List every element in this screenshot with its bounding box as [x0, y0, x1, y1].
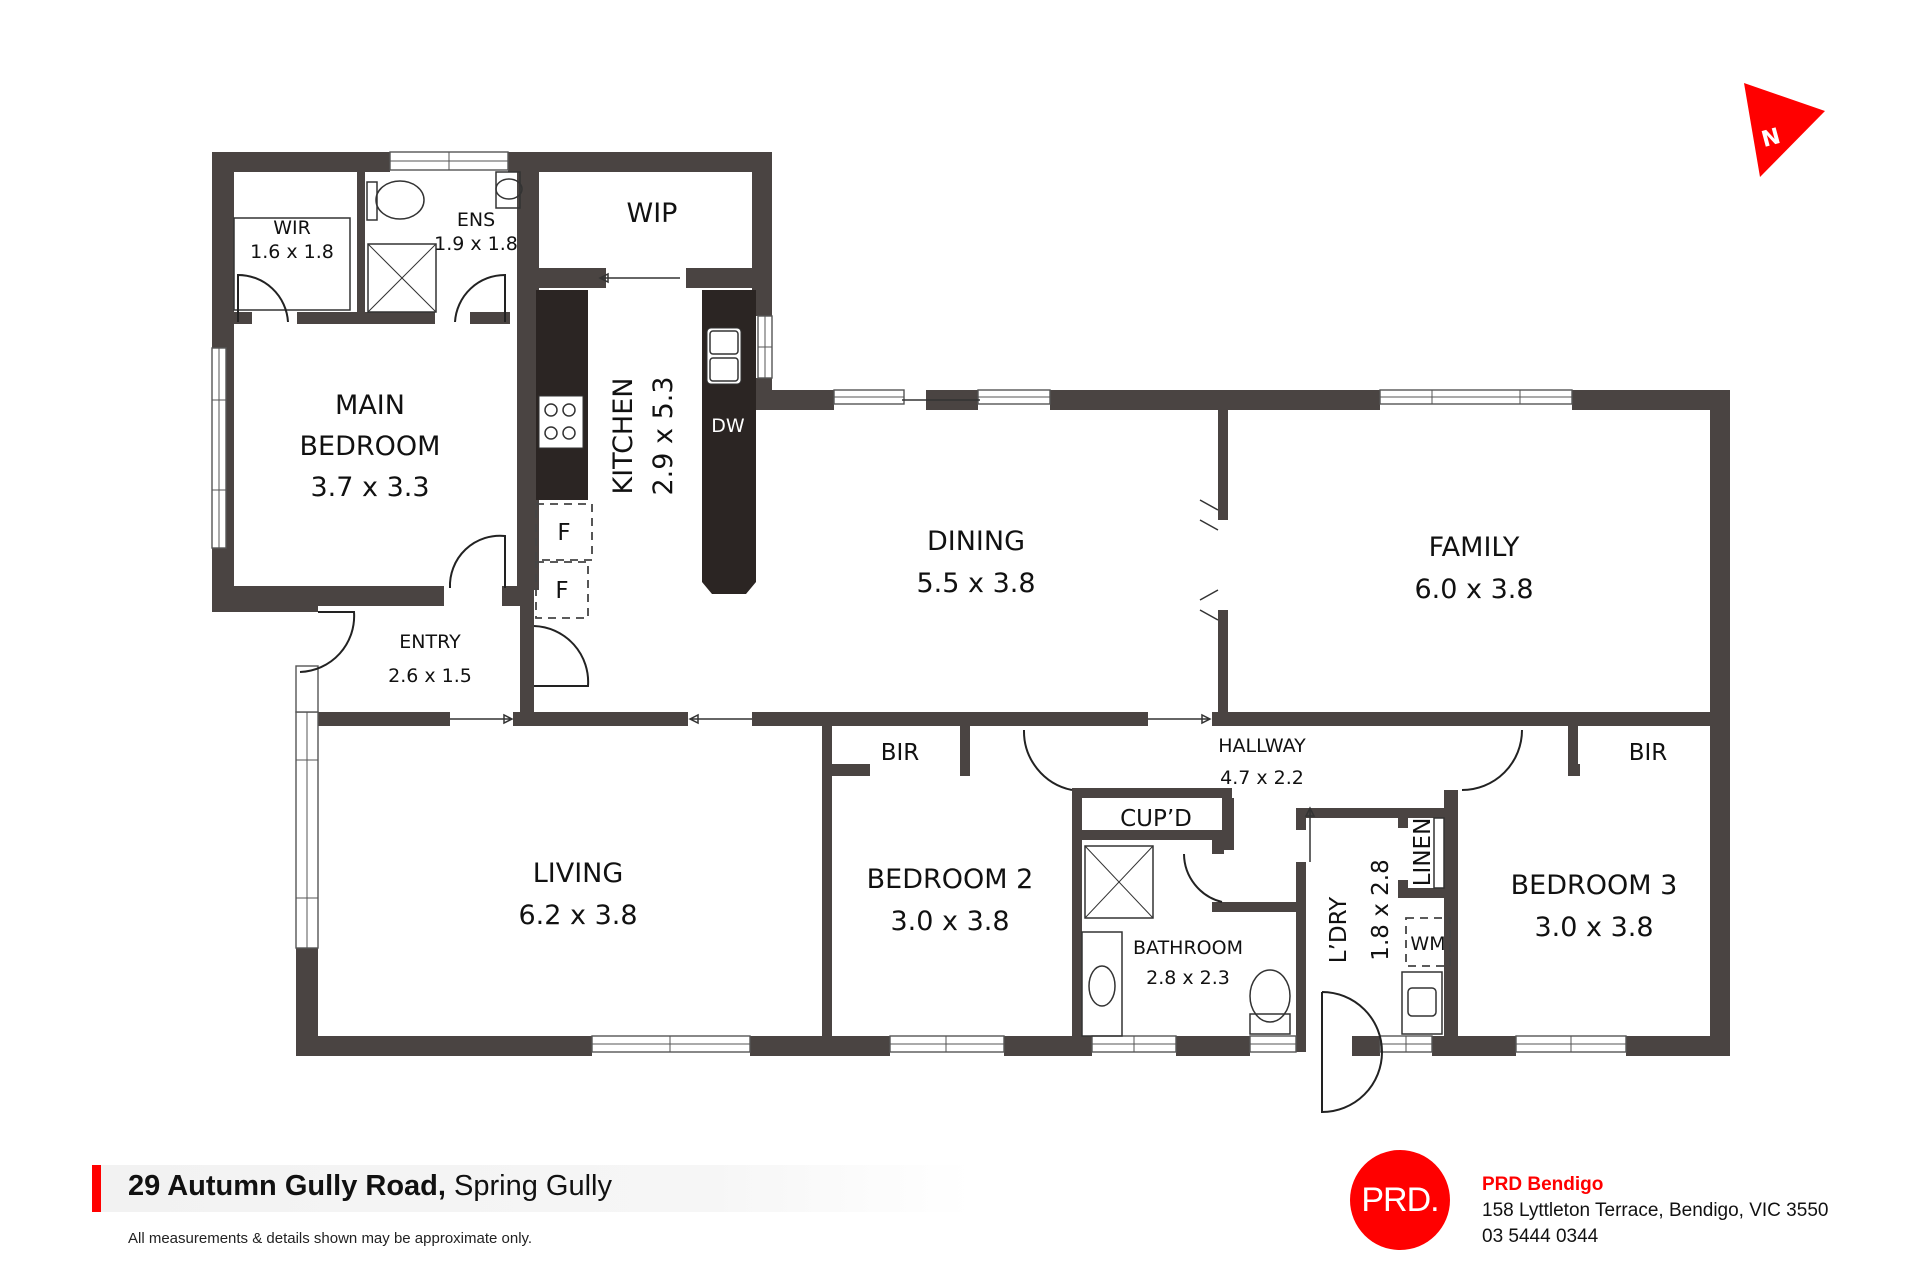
basin-icon [495, 171, 523, 209]
linen-label: LINEN [1410, 818, 1436, 887]
main-bedroom-size: 3.7 x 3.3 [310, 472, 429, 503]
living-label: LIVING [533, 858, 624, 889]
agency-info: PRD Bendigo 158 Lyttleton Terrace, Bendi… [1482, 1172, 1828, 1250]
agency-address: 158 Lyttleton Terrace, Bendigo, VIC 3550 [1482, 1200, 1829, 1221]
ens-label: ENS [457, 209, 495, 231]
entry-label: ENTRY [399, 631, 461, 653]
property-address: 29 Autumn Gully Road, Spring Gully [128, 1170, 612, 1203]
fridge-label-1: F [557, 520, 570, 546]
family-label: FAMILY [1429, 532, 1520, 563]
bathroom-vanity-icon [1081, 931, 1123, 1037]
laundry-label: L’DRY [1326, 896, 1352, 963]
bathroom-label: BATHROOM [1133, 937, 1243, 959]
laundry-size: 1.8 x 2.8 [1368, 859, 1394, 960]
bir-2-label: BIR [1629, 740, 1668, 766]
dining-size: 5.5 x 3.8 [916, 568, 1035, 599]
dishwasher-label: DW [711, 415, 745, 437]
wip-label: WIP [627, 198, 678, 229]
bathroom-size: 2.8 x 2.3 [1146, 967, 1230, 989]
ens-size: 1.9 x 1.8 [434, 233, 518, 255]
agency-phone: 03 5444 0344 [1482, 1226, 1599, 1247]
cooktop-icon [538, 395, 584, 449]
sink-icon [706, 327, 742, 385]
fixtures: WM [366, 171, 1451, 1037]
disclaimer: All measurements & details shown may be … [128, 1230, 533, 1247]
entry-size: 2.6 x 1.5 [388, 665, 472, 687]
wir-label: WIR [273, 217, 311, 239]
cupd-label: CUP’D [1120, 806, 1192, 832]
washing-machine-space [1405, 917, 1451, 967]
fridge-label-2: F [555, 578, 568, 604]
wir-size: 1.6 x 1.8 [250, 241, 334, 263]
prd-logo: PRD. [1350, 1150, 1450, 1250]
fridge-space-1 [535, 503, 593, 561]
bedroom-2-size: 3.0 x 3.8 [890, 906, 1009, 937]
agency-name: PRD Bendigo [1482, 1174, 1604, 1195]
room-labels: WIR 1.6 x 1.8 ENS 1.9 x 1.8 WIP MAIN BED… [250, 198, 1677, 989]
fridge-space-2 [535, 561, 589, 619]
north-compass-icon: N [1744, 83, 1825, 177]
walls [212, 152, 1730, 1056]
hallway-size: 4.7 x 2.2 [1220, 767, 1304, 789]
doors [237, 272, 1523, 1114]
washing-machine-label: WM [1410, 933, 1445, 955]
living-size: 6.2 x 3.8 [518, 900, 637, 931]
windows [211, 151, 1627, 1053]
bedroom-2-label: BEDROOM 2 [867, 864, 1034, 895]
toilet-icon [366, 180, 425, 221]
family-size: 6.0 x 3.8 [1414, 574, 1533, 605]
main-bedroom-label-2: BEDROOM [300, 431, 441, 462]
bathroom-shower-icon [1084, 845, 1154, 919]
accent-bar [92, 1165, 101, 1212]
logo-text: PRD. [1361, 1180, 1439, 1219]
hallway-label: HALLWAY [1218, 735, 1306, 757]
kitchen-counters: DW F F [535, 290, 756, 619]
main-bedroom-label-1: MAIN [335, 390, 405, 421]
bir-1-label: BIR [881, 740, 920, 766]
bathroom-toilet-icon [1249, 969, 1291, 1035]
shower-icon [367, 243, 437, 313]
bedroom-3-size: 3.0 x 3.8 [1534, 912, 1653, 943]
laundry-tub-icon [1401, 971, 1443, 1035]
kitchen-label: KITCHEN [608, 378, 639, 495]
kitchen-size: 2.9 x 5.3 [648, 376, 679, 495]
dining-label: DINING [927, 526, 1025, 557]
suburb: Spring Gully [445, 1170, 612, 1202]
street-address: 29 Autumn Gully Road, [128, 1170, 446, 1202]
bedroom-3-label: BEDROOM 3 [1511, 870, 1678, 901]
address-banner [92, 1165, 972, 1212]
